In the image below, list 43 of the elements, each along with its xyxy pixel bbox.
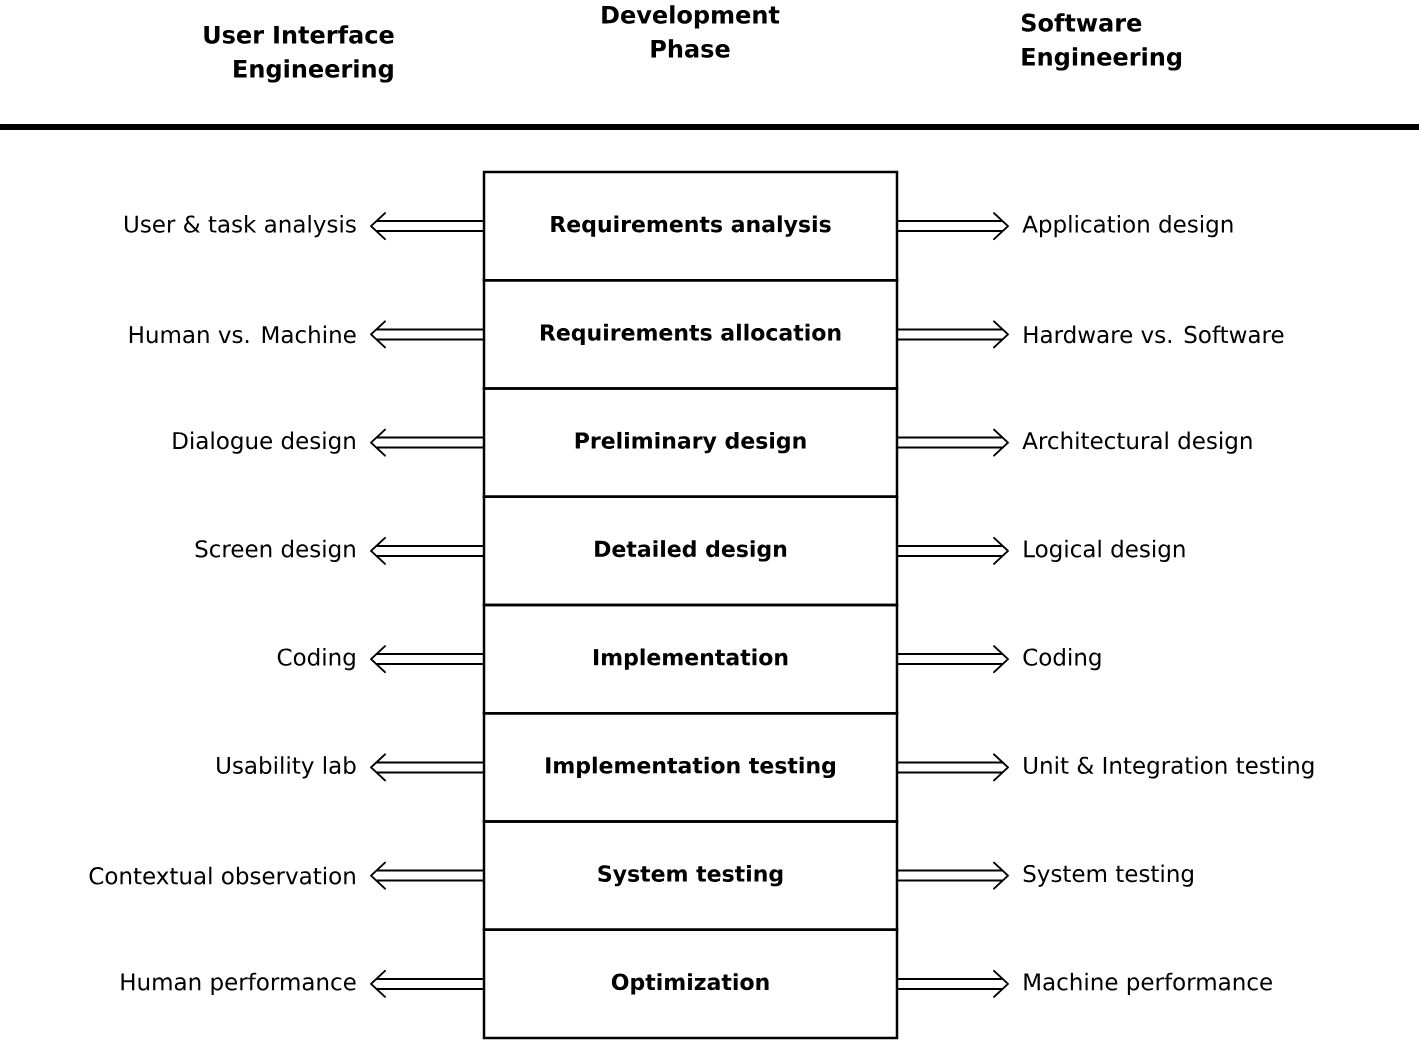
double-arrow xyxy=(897,320,1009,349)
phase-box: Requirements analysis xyxy=(482,170,899,282)
activity-label: Unit & Integration testing xyxy=(1024,756,1314,779)
double-arrow xyxy=(370,861,484,890)
phase-box: Preliminary design xyxy=(482,387,899,498)
activity-label: Usability lab xyxy=(217,756,356,779)
double-arrow xyxy=(897,645,1009,674)
double-arrow xyxy=(897,428,1009,457)
activity-label: User & task analysis xyxy=(125,215,356,238)
double-arrow xyxy=(897,861,1009,890)
phase-box: Implementation testing xyxy=(482,712,899,823)
activity-label: Coding xyxy=(1023,648,1101,671)
double-arrow xyxy=(370,320,484,349)
activity-label: Architectural design xyxy=(1022,431,1252,454)
double-arrow xyxy=(370,428,484,457)
column-heading: User Interface Engineering xyxy=(204,25,394,83)
activity-label: Contextual observation xyxy=(89,866,355,885)
activity-label: Hardware vs. Software xyxy=(1024,325,1284,344)
activity-label: Screen design xyxy=(195,539,355,562)
activity-label: System testing xyxy=(1023,864,1193,887)
phase-box: Requirements allocation xyxy=(482,279,899,390)
activity-label: Human performance xyxy=(121,972,356,995)
double-arrow xyxy=(370,645,484,674)
double-arrow xyxy=(897,753,1009,782)
activity-label: Logical design xyxy=(1024,539,1185,562)
double-arrow xyxy=(370,536,484,565)
double-arrow xyxy=(897,969,1009,998)
double-arrow xyxy=(370,212,484,241)
double-arrow xyxy=(370,753,484,782)
phase-box: System testing xyxy=(482,820,899,931)
activity-label: Coding xyxy=(277,648,355,671)
phase-box: Optimization xyxy=(482,928,899,1040)
column-heading: Software Engineering xyxy=(1021,13,1182,71)
column-heading: Development Phase xyxy=(602,5,780,58)
activity-label: Human vs. Machine xyxy=(129,325,356,344)
phase-box: Implementation xyxy=(482,603,899,715)
double-arrow xyxy=(370,969,484,998)
activity-label: Application design xyxy=(1022,215,1233,238)
double-arrow xyxy=(897,536,1009,565)
activity-label: Machine performance xyxy=(1024,972,1272,995)
activity-label: Dialogue design xyxy=(173,431,355,454)
phase-box: Detailed design xyxy=(482,495,899,607)
double-arrow xyxy=(897,212,1009,241)
